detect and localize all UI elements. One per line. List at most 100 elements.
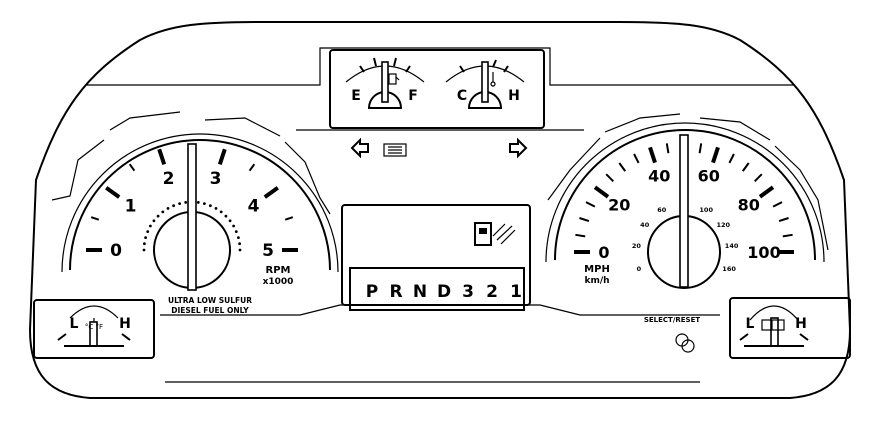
speedometer-tick [593,185,610,199]
tachometer-tick [217,148,227,166]
fuel-pump-icon [388,73,400,85]
engine-temp-gauge: C H [445,59,525,109]
tachometer-dot [184,201,188,204]
tachometer-dot [172,204,176,208]
top-gauge-pod: E F C H [296,49,584,131]
right-gauge-high-label: H [795,316,807,332]
speedometer-kmh-label: 160 [722,265,736,273]
speedometer-tick [728,153,735,164]
speedometer-kmh-label: 60 [657,206,667,214]
speedometer-tick [648,146,657,164]
speedometer-kmh-label: 0 [637,265,642,273]
cluster-inner-rim [85,47,795,86]
tachometer-dot [144,236,148,240]
tachometer-dot [156,214,160,218]
speedometer-tick [711,146,720,164]
left-gauge-high-label: H [119,316,131,332]
speedometer-tick [753,173,763,183]
tachometer-label: 4 [248,196,260,216]
speedometer-ticks [574,142,794,254]
speedometer-tick [579,217,590,223]
speedometer-kmh-label: 100 [699,206,713,214]
tachometer-label: 5 [262,241,274,261]
tachometer-dot [152,219,156,223]
temp-cold-label: C [457,88,467,104]
tachometer-label: 0 [110,241,122,261]
tachometer-dot [203,202,206,206]
tachometer-dot [149,224,152,228]
speedometer-tick [605,173,615,183]
left-gauge-symbol: °C °F [85,323,103,331]
speedometer-tick [633,153,640,164]
left-lower-gauge: L H °C °F [33,299,155,359]
tachometer-dot [234,230,238,234]
speedometer-tick [665,143,670,154]
tachometer-label: 3 [210,169,222,189]
tachometer-tick [157,148,167,166]
battery-icon [761,319,785,331]
tachometer-tick [248,163,256,172]
tachometer-tick [284,216,294,221]
tachometer-dot [224,214,228,218]
tachometer-dot-ring [142,200,242,252]
tachometer-dot [238,242,242,246]
tachometer-tick [90,216,100,221]
fuel-full-label: F [408,88,418,104]
select-reset-button[interactable] [675,333,695,353]
speed-unit-mph: MPH [584,264,610,275]
speedometer-tick [741,162,750,172]
fuel-empty-label: E [351,88,361,104]
speedometer-tick [778,217,789,223]
tachometer-label: 1 [125,196,137,216]
tachometer-dot [143,242,146,246]
left-gauge-low-label: L [70,316,79,332]
tachometer-dot [238,248,242,252]
select-reset-label: SELECT/RESET [644,316,701,324]
speedometer-tick [772,201,783,208]
thermometer-icon [490,72,496,87]
speedometer-tick [698,143,703,154]
gear-position: P [366,282,378,302]
tachometer-unit: RPM [266,265,291,276]
speedometer-tick [585,201,596,208]
tachometer-dot [232,224,236,228]
right-gauge-low-label: L [746,316,755,332]
tachometer-dot [166,207,170,210]
tachometer-multiplier: x1000 [263,277,294,287]
tachometer-dot [219,210,223,214]
speed-unit-kmh: km/h [584,276,609,286]
speedometer-kmh-label: 20 [632,242,642,250]
temp-hot-label: H [508,88,520,104]
gear-position: N [413,282,427,302]
tachometer-dot [237,236,240,240]
gear-position: 2 [486,282,498,302]
gear-position: D [437,282,451,302]
left-turn-signal-icon [350,137,369,159]
speedometer-tick [782,233,793,238]
fuel-gauge: E F [345,57,425,109]
tachometer-dot [161,210,165,214]
tachometer-tick [128,163,136,172]
speedometer-label: 0 [598,243,609,262]
tachometer-tick [263,186,279,199]
tachometer-dot [196,201,200,204]
speedometer-kmh-label: 120 [717,221,731,229]
gear-position: R [389,282,402,302]
gear-position: 3 [462,282,474,302]
speedometer-label: 20 [608,196,630,215]
tachometer-dot [142,248,146,252]
speedometer-tick [618,162,627,172]
right-lower-gauge: L H [729,297,851,359]
tachometer-dot [228,219,232,223]
fuel-door-icon [474,222,516,246]
speedometer-tick [575,233,586,238]
tachometer-dot [214,207,218,210]
tachometer-tick [105,186,121,199]
gear-indicator [349,267,525,311]
